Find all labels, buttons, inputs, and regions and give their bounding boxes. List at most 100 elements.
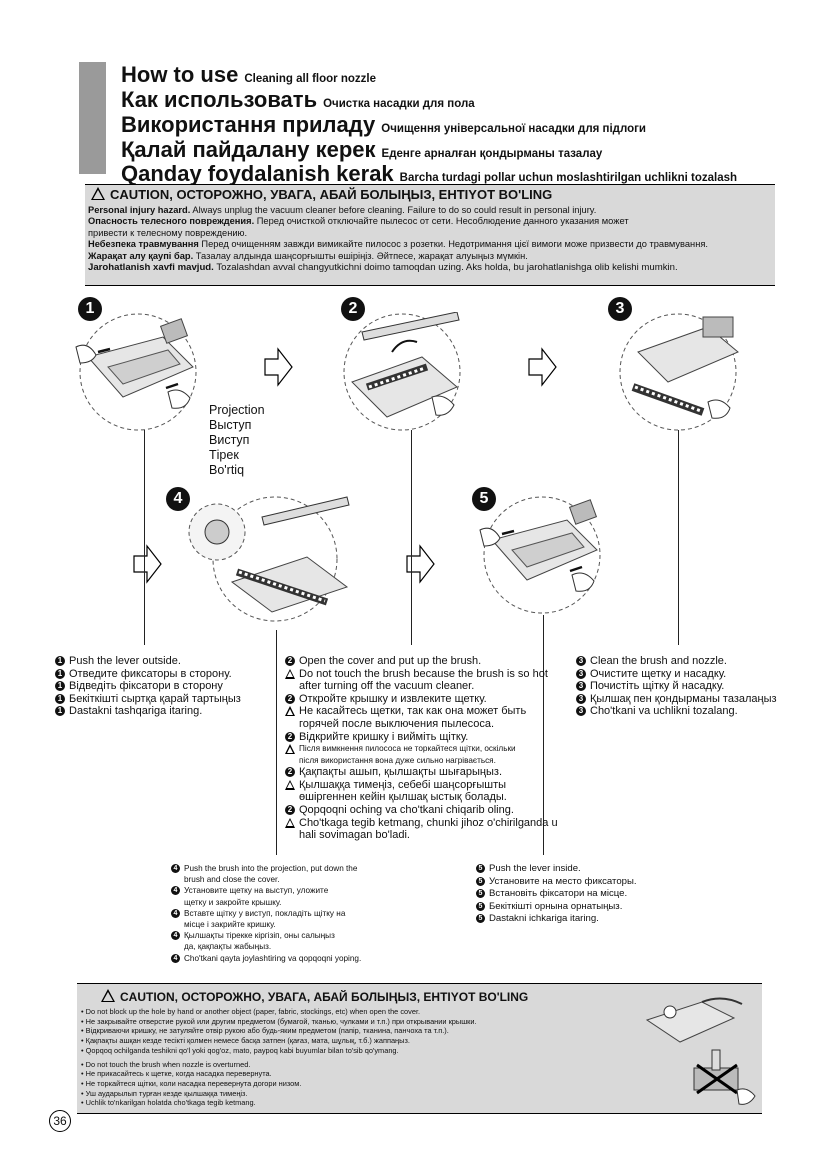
step-number-icon: 5 xyxy=(476,864,485,873)
title-line: How to use Cleaning all floor nozzle xyxy=(121,64,376,86)
step-number-icon: 3 xyxy=(576,706,586,717)
instruction-text: Cho'tkani qayta joylashtiring va qopqoqn… xyxy=(184,953,362,963)
caution-line-text: Tozalashdan avval changyutkichni doimo t… xyxy=(213,262,678,274)
step-number-icon: 5 xyxy=(476,889,485,898)
step-number-icon: 5 xyxy=(476,901,485,911)
step-2-illustration xyxy=(343,312,461,431)
instruction-text: Қылшақ пен қондырманы тазалаңыз xyxy=(590,692,777,705)
step-5-illustration xyxy=(479,496,601,614)
instruction-row: 1 Бекіткішті сыртқа қарай тартыңыз xyxy=(55,693,241,706)
instruction-text: Қақпақты ашып, қылшақты шығарыңыз. xyxy=(299,766,503,779)
step-number-icon: 3 xyxy=(576,681,586,692)
projection-label-line: Projection xyxy=(209,403,265,417)
caution-bullet: • Do not block up the hole by hand or an… xyxy=(81,1007,421,1016)
caution-line-text: Перед очищенням завжди вимикайте пилосос… xyxy=(198,239,708,250)
instruction-text: Встановіть фіксатори на місце. xyxy=(489,888,628,899)
warning-icon xyxy=(285,744,295,755)
warning-icon xyxy=(285,779,295,790)
instruction-text: Бекіткішті сыртқа қарай тартыңыз xyxy=(69,692,241,705)
step-number-icon: 2 xyxy=(285,693,295,704)
title-main: Қалай пайдалану керек xyxy=(121,137,376,162)
instruction-text: Push the lever inside. xyxy=(489,863,581,874)
warning-icon xyxy=(91,187,105,200)
caution-heading: CAUTION, ОСТОРОЖНО, УВАГА, АБАЙ БОЛЫҢЫЗ,… xyxy=(91,187,552,202)
title-sub: Очищення універсальної насадки для підло… xyxy=(381,123,647,135)
title-main: Как использовать xyxy=(121,87,318,112)
title-main: Використання приладу xyxy=(121,112,376,137)
instruction-text: Бекіткішті орнына орнатыңыз. xyxy=(489,900,623,912)
instruction-text: Push the lever outside. xyxy=(69,655,181,667)
instruction-text: Після вимкнення пилососа не торкайтеся щ… xyxy=(299,744,516,765)
leader-line xyxy=(543,615,544,855)
header-bar xyxy=(79,62,106,174)
instruction-text: Установите на место фиксаторы. xyxy=(489,875,637,887)
caution-text: Personal injury hazard. Always unplug th… xyxy=(88,205,774,273)
step-2-instructions: 2 Open the cover and put up the brush.Do … xyxy=(285,655,558,842)
instruction-text: Отведите фиксаторы в сторону. xyxy=(69,667,232,680)
instruction-row: 5 Встановіть фіксатори на місце. xyxy=(476,888,637,901)
caution-box-top: CAUTION, ОСТОРОЖНО, УВАГА, АБАЙ БОЛЫҢЫЗ,… xyxy=(85,184,775,286)
step-number-icon: 4 xyxy=(171,953,180,963)
step-number-icon: 1 xyxy=(55,693,65,704)
title-line: Как использовать Очистка насадки для пола xyxy=(121,89,475,111)
caution-line: Небезпека травмування Перед очищенням за… xyxy=(88,239,774,250)
title-main: How to use xyxy=(121,62,239,87)
instruction-text: Open the cover and put up the brush. xyxy=(299,655,482,667)
step-number-icon: 4 xyxy=(171,931,180,941)
caution-line: привести к телесному повреждению. xyxy=(88,228,774,239)
title-sub: Еденге арналған қондырманы тазалау xyxy=(381,148,603,160)
nozzle-caution-illustration xyxy=(645,997,756,1105)
warning-icon xyxy=(285,817,295,828)
caution-bullet: • Qopqoq ochilganda teshikni qo'l yoki q… xyxy=(81,1045,399,1055)
instruction-text: Почистіть щітку й насадку. xyxy=(590,680,725,693)
caution-line-text: Перед очисткой отключайте пылесос от сет… xyxy=(254,216,629,227)
warning-icon xyxy=(285,706,295,717)
step-4-illustration xyxy=(188,496,350,622)
instruction-row: 3 Очистите щетку и насадку. xyxy=(576,668,777,681)
step-number-icon: 3 xyxy=(576,668,586,679)
caution-bullets: • Do not block up the hole by hand or an… xyxy=(81,1007,477,1108)
leader-line xyxy=(678,430,679,645)
page-number: 36 xyxy=(49,1110,71,1132)
step-5-marker: 5 xyxy=(472,487,496,511)
title-sub: Очистка насадки для пола xyxy=(323,98,475,110)
instruction-row: Do not touch the brush because the brush… xyxy=(285,668,558,693)
caution-line-bold: Опасность телесного повреждения. xyxy=(88,216,255,227)
instruction-row: Не касайтесь щетки, так как она может бы… xyxy=(285,705,558,730)
warning-icon xyxy=(285,668,295,679)
instruction-text: Cho'tkaga tegib ketmang, chunki jihoz o'… xyxy=(299,816,558,842)
instruction-text: Dastakni ichkariga itaring. xyxy=(489,913,599,924)
step-1-illustration xyxy=(75,313,197,431)
instruction-row: 4 Cho'tkani qayta joylashtiring va qopqoq… xyxy=(171,953,361,964)
caution-bullet: • Не закрывайте отверстие рукой или друг… xyxy=(81,1016,477,1026)
title-main: Qanday foydalanish kerak xyxy=(121,161,394,186)
instruction-text: Установите щетку на выступ, уложите щетк… xyxy=(184,886,329,907)
step-number-icon: 3 xyxy=(576,693,586,704)
leader-line xyxy=(144,430,145,645)
step-number-icon: 2 xyxy=(285,804,295,815)
instruction-text: Откройте крышку и извлеките щетку. xyxy=(299,692,487,705)
caution-line-bold: Personal injury hazard. xyxy=(88,205,191,215)
instruction-text: Do not touch the brush because the brush… xyxy=(299,667,548,693)
title-sub: Cleaning all floor nozzle xyxy=(244,73,376,85)
instruction-text: Очистите щетку и насадку. xyxy=(590,667,727,680)
instruction-text: Відкрийте кришку і вийміть щітку. xyxy=(299,730,469,743)
instruction-row: 3 Қылшақ пен қондырманы тазалаңыз xyxy=(576,693,777,706)
projection-label-line: Тірек xyxy=(209,448,239,462)
instruction-row: Қылшаққа тимеңіз, себебі шаңсорғышты өші… xyxy=(285,779,558,804)
next-arrow-icon xyxy=(264,347,293,387)
